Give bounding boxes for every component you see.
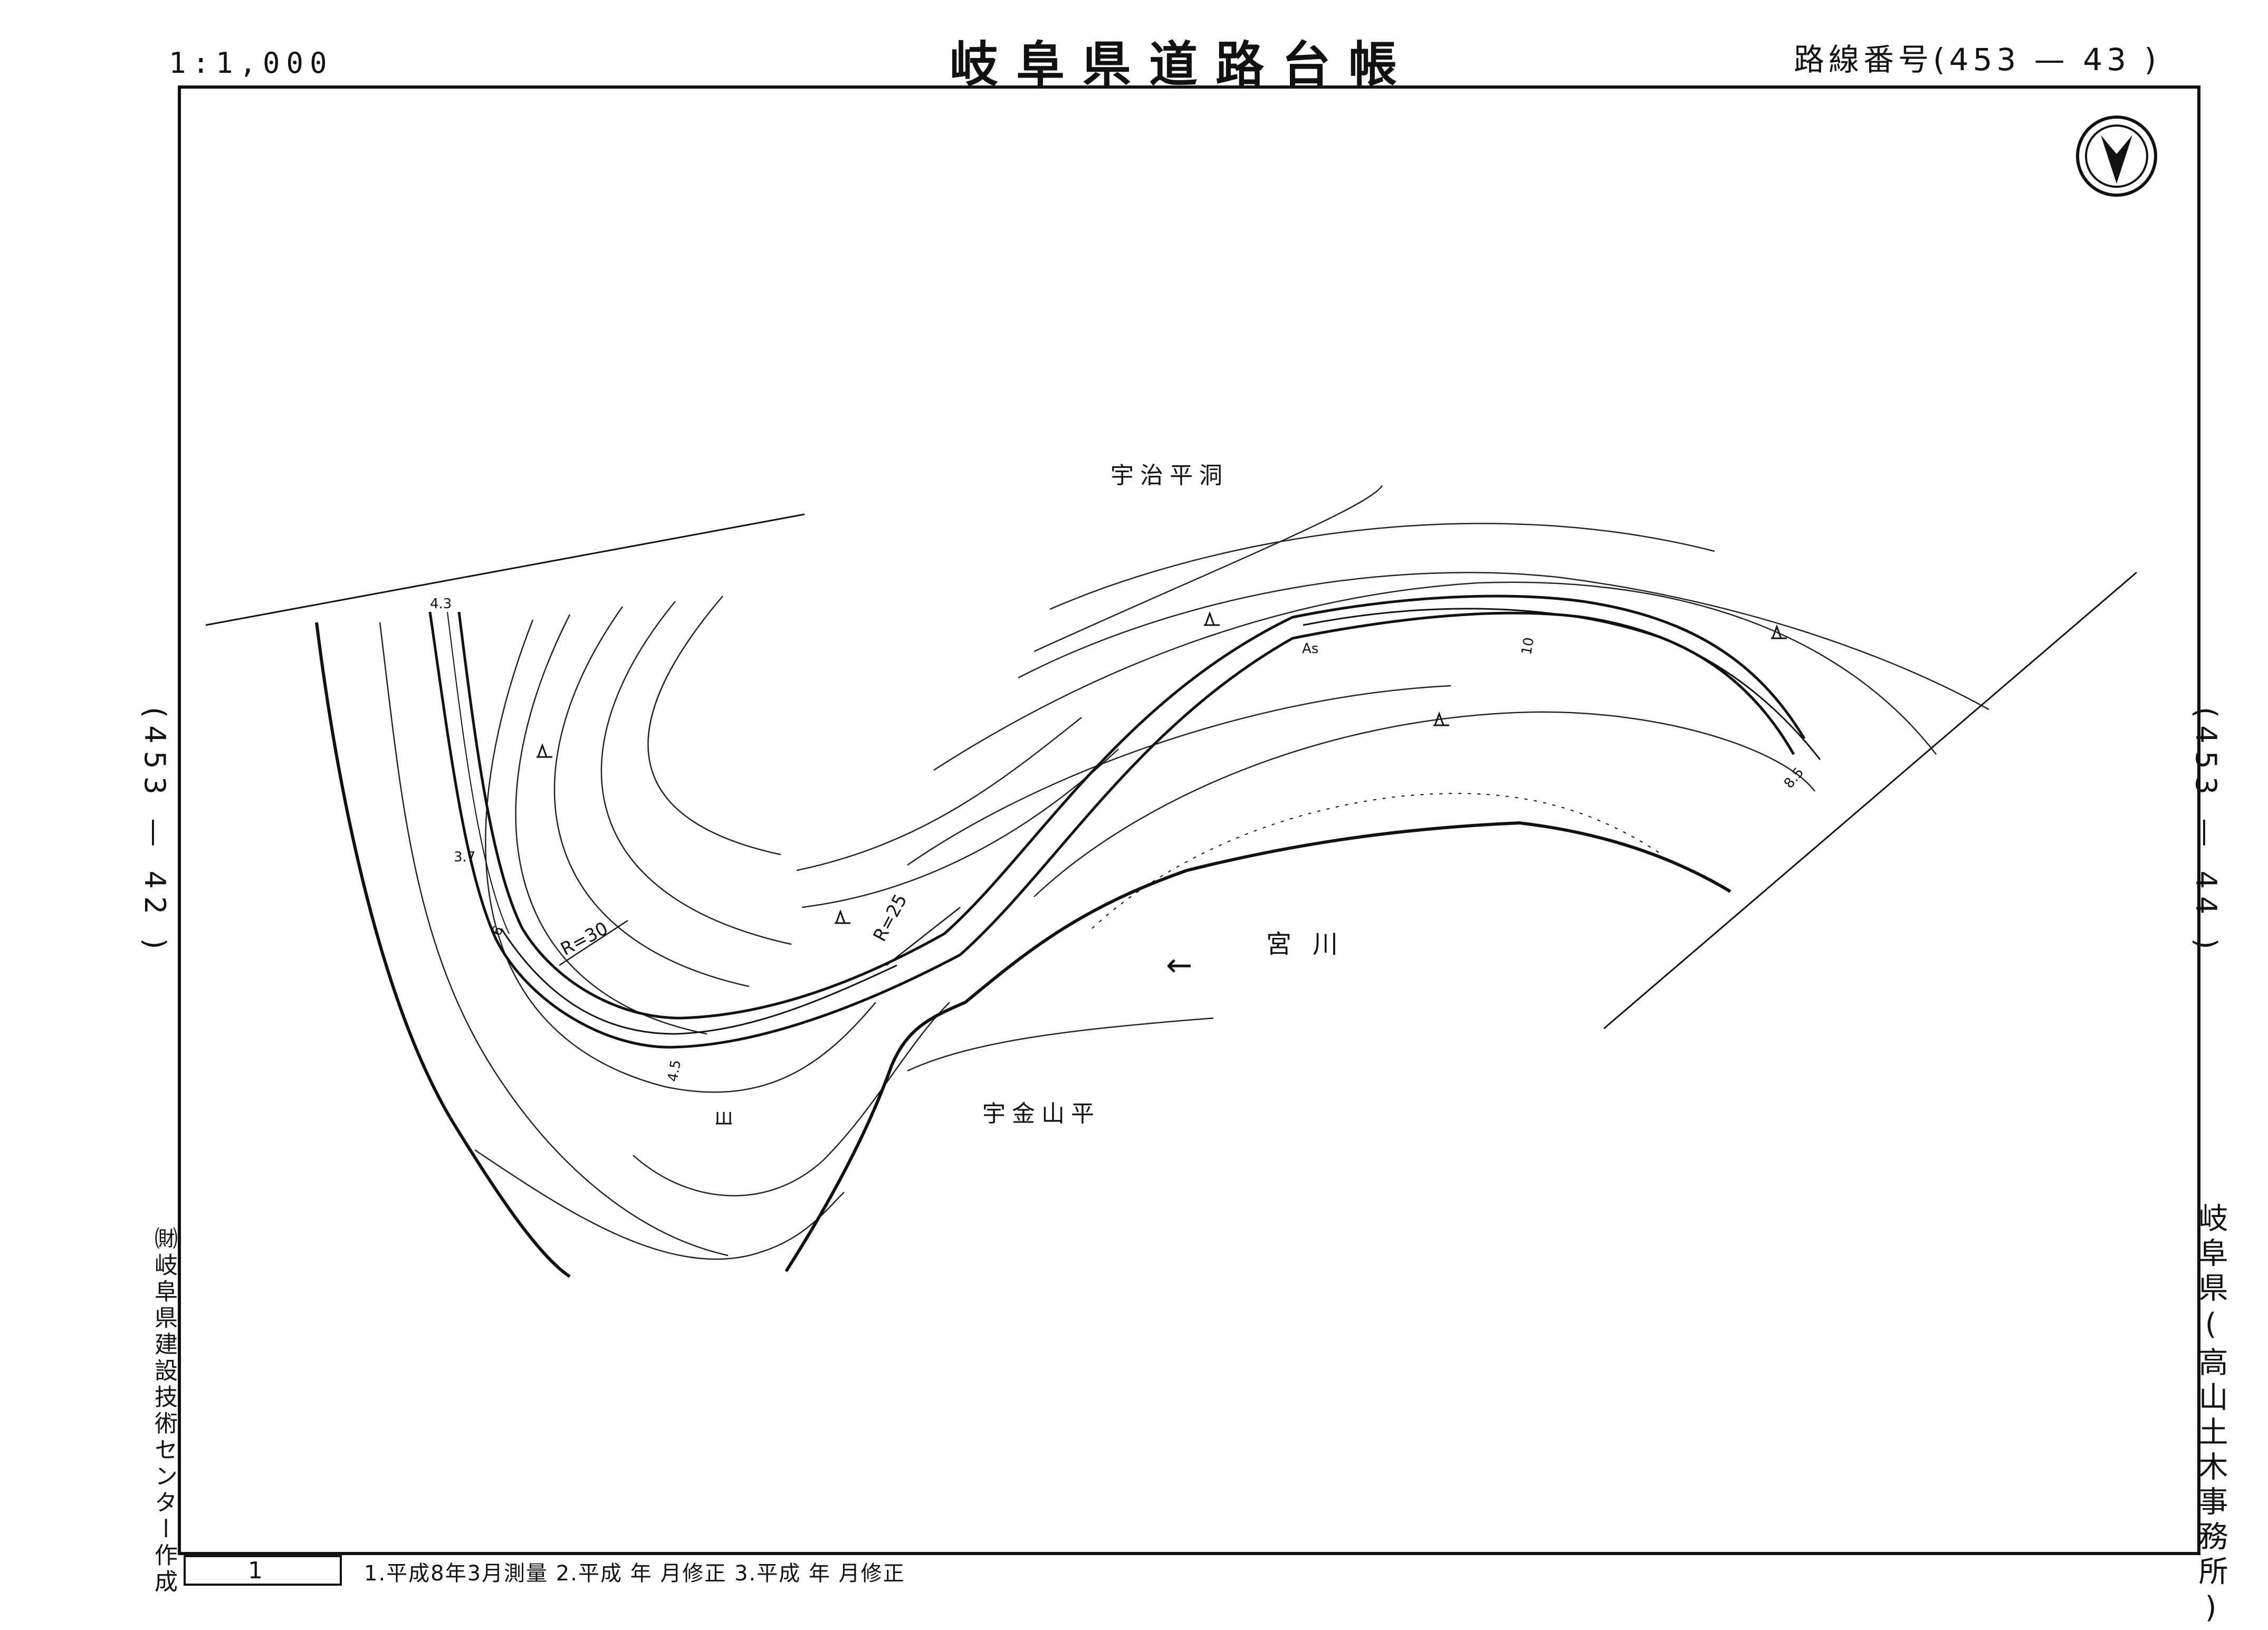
maker-credit: ㈶岐阜県建設技術センター作成 bbox=[150, 1226, 177, 1596]
road-width-label-5: 10 bbox=[1518, 636, 1538, 656]
grassland-symbol bbox=[537, 611, 1787, 924]
north-arrow-icon bbox=[2076, 116, 2157, 197]
adjacent-sheet-left[interactable]: (453 — 42 ) bbox=[138, 707, 171, 957]
pavement-label: As bbox=[1302, 641, 1319, 657]
map-scale: 1:1,000 bbox=[169, 46, 333, 80]
river-flow-arrow: ← bbox=[1166, 947, 1193, 984]
road-width-label-2: 3.7 bbox=[454, 849, 476, 865]
slope-hatching bbox=[500, 608, 1821, 1035]
survey-boundary bbox=[205, 513, 2137, 1030]
curve-radius-lines bbox=[559, 907, 961, 966]
page-title: 岐阜県道路台帳 bbox=[950, 36, 1415, 93]
map-frame bbox=[178, 85, 2200, 1555]
route-number: 路線番号(453 — 43 ) bbox=[1794, 42, 2161, 78]
road-width-label-1: 4.3 bbox=[430, 596, 452, 612]
office-credit: 岐阜県(高山土木事務所) bbox=[2194, 1203, 2228, 1630]
river-banks bbox=[315, 622, 1731, 1278]
river-name: 宮川 bbox=[1266, 929, 1360, 959]
adjacent-sheet-right[interactable]: (453 — 44 ) bbox=[2189, 707, 2223, 957]
sheet-number: 1 bbox=[248, 1557, 263, 1584]
field-symbol bbox=[716, 1112, 732, 1125]
place-name-north: 宇治平洞 bbox=[1111, 462, 1229, 489]
revision-history: 1.平成8年3月測量 2.平成 年 月修正 3.平成 年 月修正 bbox=[364, 1561, 905, 1586]
road bbox=[428, 595, 1806, 1049]
sheet-number-box bbox=[184, 1555, 342, 1586]
place-name-south: 宇金山平 bbox=[982, 1100, 1100, 1127]
contour-lines bbox=[379, 485, 1989, 1260]
